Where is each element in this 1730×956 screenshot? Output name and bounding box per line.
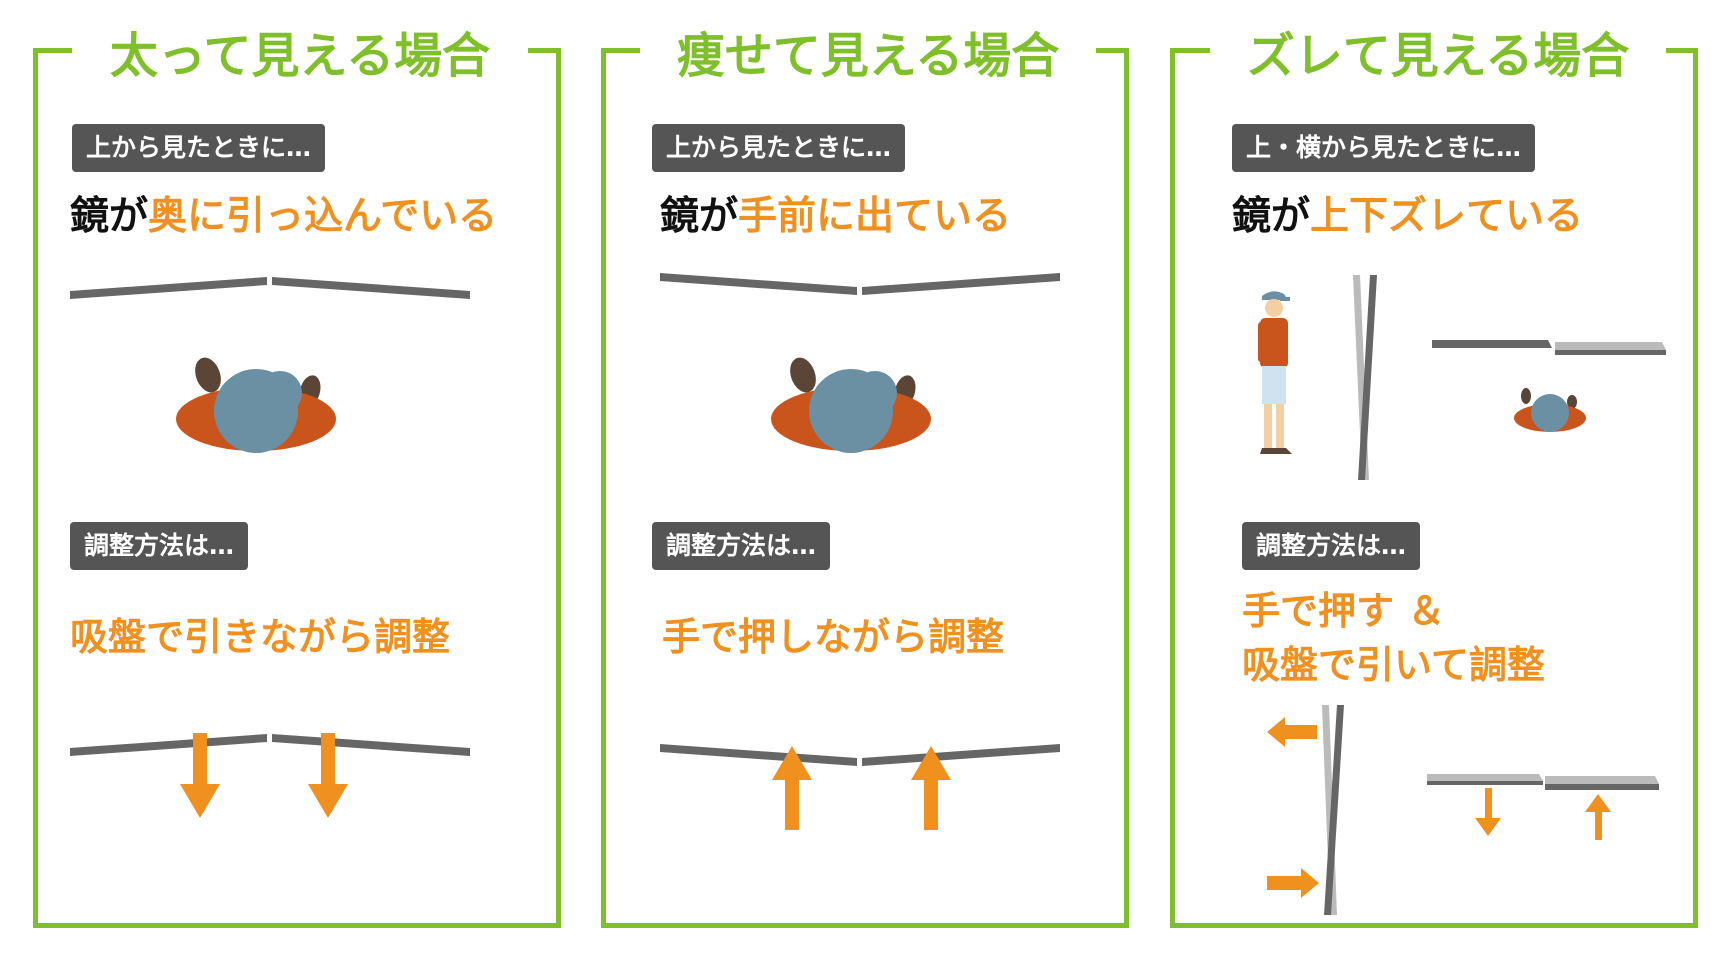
panel-fat-mirror-top bbox=[70, 277, 470, 299]
panel-thin-person-topview bbox=[771, 357, 931, 453]
panel-fat-mirror-adjust bbox=[70, 733, 470, 818]
panel-thin-method-tag: 調整方法は… bbox=[652, 522, 831, 570]
panel-thin-title: 痩せて見える場合 bbox=[640, 26, 1096, 86]
state-prefix: 鏡が bbox=[1232, 194, 1311, 239]
panel-shift-mirror-side bbox=[1353, 275, 1377, 480]
panel-fat-title: 太って見える場合 bbox=[72, 26, 528, 86]
state-highlight: 手前に出ている bbox=[738, 194, 1012, 239]
panel-thin-view-tag: 上から見たときに… bbox=[652, 124, 906, 172]
panel-shift-state: 鏡が上下ズレている bbox=[1232, 192, 1583, 242]
panel-shift-mirror-top-adjust bbox=[1427, 774, 1659, 840]
panel-fat-person-topview bbox=[176, 357, 336, 453]
panel-shift-method-line-1: 手で押す ＆ bbox=[1242, 589, 1446, 633]
panel-shift-mirror-side-adjust bbox=[1267, 705, 1344, 915]
panel-thin-state: 鏡が手前に出ている bbox=[660, 192, 1011, 242]
panel-shift-view-tag: 上・横から見たときに… bbox=[1232, 124, 1536, 172]
state-highlight: 上下ズレている bbox=[1310, 194, 1584, 239]
panel-fat-state: 鏡が奥に引っ込んでいる bbox=[70, 192, 497, 242]
panel-shift-method-line-2: 吸盤で引いて調整 bbox=[1242, 643, 1545, 687]
panel-shift-mirror-top bbox=[1432, 340, 1666, 355]
state-prefix: 鏡が bbox=[70, 194, 149, 239]
panel-thin-mirror-top bbox=[660, 273, 1060, 295]
panel-thin-mirror-adjust bbox=[660, 744, 1060, 830]
panel-shift-method-tag: 調整方法は… bbox=[1242, 522, 1421, 570]
panel-fat-view-tag: 上から見たときに… bbox=[72, 124, 326, 172]
panel-fat-method-line: 吸盤で引きながら調整 bbox=[70, 615, 451, 659]
state-prefix: 鏡が bbox=[660, 194, 739, 239]
panel-shift-person-sideview bbox=[1258, 291, 1292, 454]
panel-fat-method-tag: 調整方法は… bbox=[70, 522, 249, 570]
panel-shift-person-topview bbox=[1514, 388, 1586, 432]
panel-shift-title: ズレて見える場合 bbox=[1210, 26, 1666, 86]
state-highlight: 奥に引っ込んでいる bbox=[148, 194, 498, 239]
panel-thin-method-line: 手で押しながら調整 bbox=[662, 615, 1005, 659]
